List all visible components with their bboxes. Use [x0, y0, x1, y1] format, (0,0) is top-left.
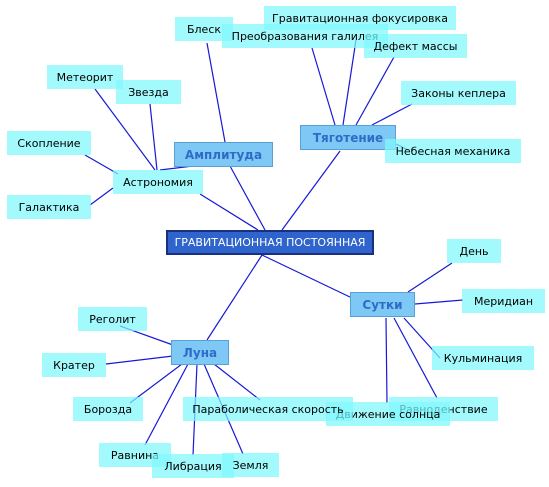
node-kulminaciya[interactable]: Кульминация — [432, 346, 534, 370]
node-krater[interactable]: Кратер — [42, 353, 106, 377]
center-line-amplituda — [229, 165, 266, 231]
sutki-line-ravnodenstvie — [393, 317, 438, 399]
node-zvezda[interactable]: Звезда — [116, 80, 181, 104]
astronomiya-line-meteorit — [94, 88, 156, 171]
center-line-tyagotenie — [281, 150, 341, 231]
tyagotenie-line-fokusirovka — [311, 47, 336, 126]
tyagotenie-line-galilei — [342, 39, 357, 126]
node-skoplenie[interactable]: Скопление — [7, 131, 91, 155]
node-meridian[interactable]: Меридиан — [462, 289, 545, 313]
node-kepler[interactable]: Законы кеплера — [401, 81, 516, 105]
topic-sutki[interactable]: Сутки — [350, 292, 415, 317]
luna-line-krater — [105, 355, 174, 365]
node-den[interactable]: День — [447, 239, 501, 263]
center-line-luna — [206, 254, 263, 341]
center-line-astronomiya — [199, 193, 259, 231]
sutki-line-den — [407, 262, 453, 293]
topic-luna[interactable]: Луна — [171, 340, 229, 365]
luna-line-ravnina — [144, 363, 189, 446]
node-zemlya[interactable]: Земля — [222, 453, 279, 477]
astronomiya-line-zvezda — [149, 103, 158, 171]
tyagotenie-line-defekt — [355, 56, 395, 126]
node-mehanika[interactable]: Небесная механика — [385, 139, 521, 163]
node-defekt[interactable]: Дефект массы — [364, 34, 467, 58]
node-parabolicheskaya[interactable]: Параболическая скорость — [183, 397, 353, 421]
node-libraciya[interactable]: Либрация — [152, 454, 234, 478]
node-galaktika[interactable]: Галактика — [7, 195, 91, 219]
tyagotenie-line-kepler — [371, 103, 413, 126]
topic-tyagotenie[interactable]: Тяготение — [300, 125, 396, 150]
node-meteorit[interactable]: Метеорит — [47, 65, 123, 89]
luna-line-parabolicheskaya — [213, 363, 261, 401]
sutki-line-dvizhenie — [385, 317, 388, 404]
astronomiya-line-galaktika — [89, 187, 114, 206]
astronomiya-line-skoplenie — [84, 154, 119, 175]
topic-amplituda[interactable]: Амплитуда — [174, 142, 273, 167]
sutki-line-meridian — [414, 299, 464, 305]
node-galilei[interactable]: Преобразования галилея — [222, 24, 388, 48]
luna-line-borozda — [129, 363, 183, 404]
node-borozda[interactable]: Борозда — [73, 397, 143, 421]
center-node[interactable]: ГРАВИТАЦИОННАЯ ПОСТОЯННАЯ — [166, 230, 374, 255]
amplituda-line-blesk — [206, 42, 226, 143]
center-line-sutki — [261, 254, 353, 299]
topic-astronomiya[interactable]: Астрономия — [113, 170, 203, 194]
node-regolit[interactable]: Реголит — [78, 307, 147, 331]
